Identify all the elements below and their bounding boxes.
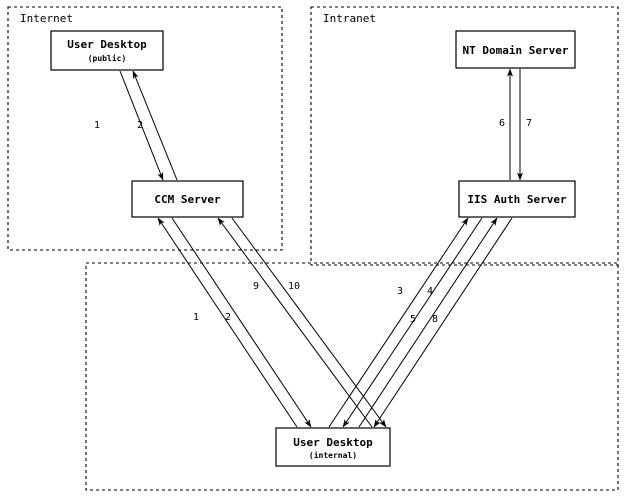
flow-step-label-2: 2 (137, 120, 143, 131)
node-box-user-desktop-internal (275, 427, 391, 467)
node-box-nt-domain-server (455, 30, 576, 69)
flow-arrow-step-1 (157, 217, 298, 428)
node-ccm-server: CCM Server (131, 180, 244, 218)
node-subtitle-user-desktop-internal: (internal) (309, 450, 357, 460)
zone-label-intranet: Intranet (323, 12, 376, 25)
node-nt-domain-server: NT Domain Server (455, 30, 576, 69)
flow-flow-2-public: 2 (132, 70, 178, 181)
flow-flow-5: 5 (358, 217, 498, 428)
node-box-user-desktop-public (50, 30, 164, 71)
flow-arrow-step-2 (132, 70, 178, 181)
flow-step-label-2: 2 (225, 312, 231, 323)
node-title-user-desktop-internal: User Desktop (293, 436, 373, 449)
flow-flow-7: 7 (517, 69, 532, 181)
flow-flow-10: 10 (231, 217, 387, 428)
zone-label-internet: Internet (20, 12, 73, 25)
flow-flow-4: 4 (342, 217, 483, 428)
flows-layer: 1 2 1 2 9 10 3 4 5 8 6 7 (94, 68, 532, 428)
zone-boundary-internal-zone (85, 262, 619, 491)
flow-arrow-step-1 (119, 70, 164, 181)
node-title-user-desktop-public: User Desktop (67, 38, 147, 51)
flow-step-label-6: 6 (499, 118, 505, 129)
flow-flow-6: 6 (499, 68, 513, 180)
node-box-ccm-server (131, 180, 244, 218)
flow-arrow-step-5 (358, 217, 498, 428)
flow-arrow-step-8 (373, 217, 513, 428)
flow-arrow-step-2 (171, 217, 312, 428)
zones-layer: Internet Intranet (7, 6, 619, 491)
flow-step-label-7: 7 (526, 118, 532, 129)
node-title-iis-auth-server: IIS Auth Server (467, 193, 567, 206)
nodes-layer: User Desktop (public) CCM Server NT Domain … (50, 30, 576, 467)
flow-arrow-step-10 (231, 217, 387, 428)
flow-step-label-4: 4 (427, 286, 433, 297)
node-title-ccm-server: CCM Server (154, 193, 221, 206)
flow-flow-9: 9 (217, 217, 373, 428)
zone-internet: Internet (7, 6, 283, 251)
flow-step-label-5: 5 (410, 314, 416, 325)
node-title-nt-domain-server: NT Domain Server (463, 44, 569, 57)
flow-step-label-9: 9 (253, 281, 259, 292)
flow-flow-3: 3 (328, 217, 469, 428)
zone-internal-zone (85, 262, 619, 491)
flow-arrow-step-4 (342, 217, 483, 428)
zone-boundary-internet (7, 6, 283, 251)
flow-step-label-1: 1 (94, 120, 100, 131)
flow-step-label-3: 3 (397, 286, 403, 297)
node-user-desktop-public: User Desktop (public) (50, 30, 164, 71)
flow-flow-1-public: 1 (94, 70, 164, 181)
node-box-iis-auth-server (458, 180, 576, 218)
zone-intranet: Intranet (310, 6, 619, 266)
flow-arrow-step-3 (328, 217, 469, 428)
flow-step-label-1: 1 (193, 312, 199, 323)
flow-flow-1-internal: 1 (157, 217, 298, 428)
flow-arrow-step-9 (217, 217, 373, 428)
flow-flow-2-internal: 2 (171, 217, 312, 428)
flow-step-label-10: 10 (288, 281, 300, 292)
flow-flow-8: 8 (373, 217, 513, 428)
node-user-desktop-internal: User Desktop(internal) (275, 427, 391, 467)
node-iis-auth-server: IIS Auth Server (458, 180, 576, 218)
node-subtitle-user-desktop-public: (public) (88, 53, 127, 63)
flow-step-label-8: 8 (432, 314, 438, 325)
